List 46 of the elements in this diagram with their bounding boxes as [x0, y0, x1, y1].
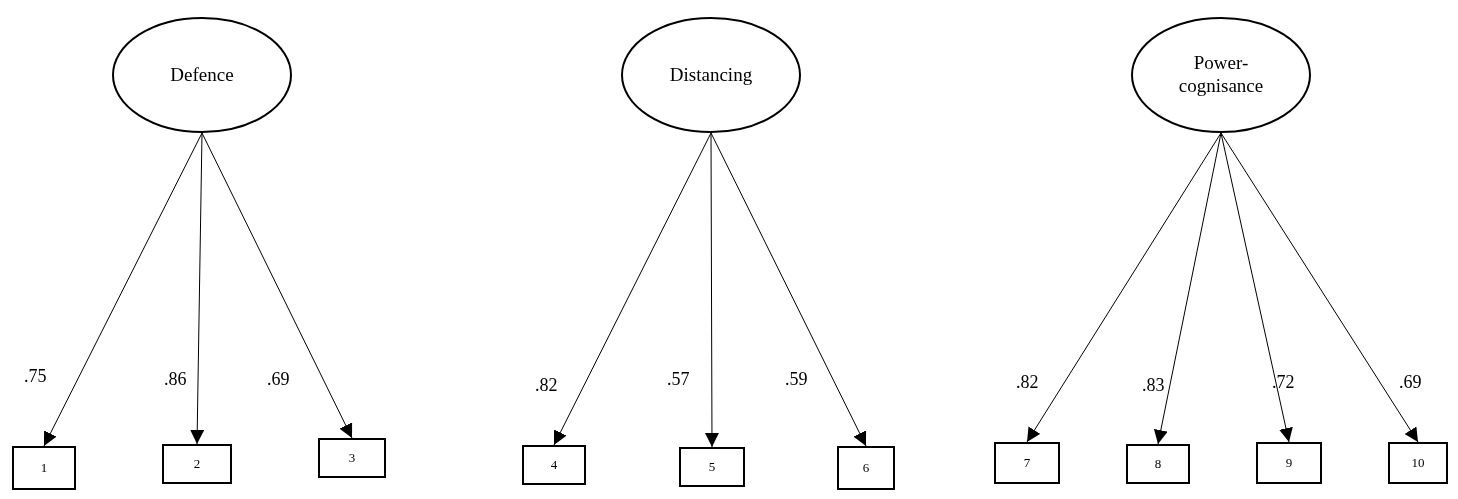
indicator-box — [522, 445, 586, 485]
item-number: 5 — [708, 459, 716, 475]
item-number: 10 — [1411, 455, 1425, 471]
indicator-box — [318, 438, 386, 478]
loading-label: .82 — [535, 375, 558, 396]
loading-label: .72 — [1272, 372, 1295, 393]
arrow — [704, 132, 719, 448]
item-number: 7 — [1023, 455, 1031, 471]
loading-label: .69 — [267, 369, 290, 390]
arrow — [201, 132, 353, 439]
latent-ellipse — [621, 17, 801, 133]
indicator-box — [1388, 442, 1448, 484]
arrow — [1220, 132, 1293, 443]
loading-label: .75 — [24, 366, 47, 387]
arrow — [710, 132, 867, 447]
indicator-box — [837, 446, 895, 490]
factor-label: Defence — [170, 63, 234, 87]
arrow — [553, 132, 712, 446]
indicator-box — [162, 444, 232, 484]
item-number: 3 — [348, 450, 356, 466]
arrow — [1026, 132, 1222, 443]
indicator-box — [12, 446, 76, 490]
arrow — [1153, 132, 1222, 445]
arrow — [43, 132, 203, 447]
indicator-box — [1256, 442, 1322, 484]
arrow — [190, 132, 205, 445]
item-number: 9 — [1285, 455, 1293, 471]
item-number: 1 — [40, 460, 48, 476]
loading-label: .83 — [1142, 375, 1165, 396]
indicator-box — [679, 447, 745, 487]
item-number: 4 — [550, 457, 558, 473]
factor-label: Power- cognisance — [1177, 52, 1265, 98]
item-number: 6 — [862, 460, 870, 476]
item-number: 8 — [1154, 456, 1162, 472]
latent-ellipse — [1131, 17, 1311, 133]
loading-label: .57 — [667, 369, 690, 390]
loading-label: .82 — [1016, 372, 1039, 393]
loading-label: .69 — [1399, 372, 1422, 393]
item-number: 2 — [193, 456, 201, 472]
indicator-box — [994, 442, 1060, 484]
indicator-box — [1126, 444, 1190, 484]
latent-ellipse — [112, 17, 292, 133]
loading-label: .59 — [785, 369, 808, 390]
loading-label: .86 — [164, 369, 187, 390]
factor-label: Distancing — [669, 63, 753, 87]
arrow — [1220, 132, 1419, 443]
